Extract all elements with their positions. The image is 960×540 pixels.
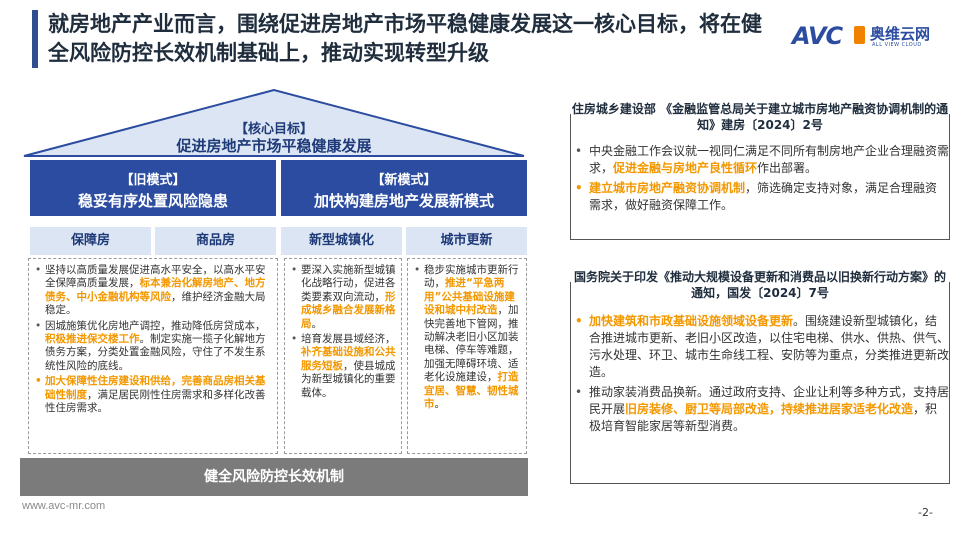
list-item: 培育发展县域经济，补齐基础设施和公共服务短板，使县城成为新型城镇化的重要载体。	[291, 333, 396, 400]
logo-badge-icon	[854, 26, 865, 44]
old-mode-content: 坚持以高质量发展促进高水平安全，以高水平安全保障高质量发展，标本兼治化解房地产、…	[28, 258, 278, 454]
foundation-base: 健全风险防控长效机制	[20, 458, 528, 496]
new-mode-title: 加快构建房地产发展新模式	[313, 192, 494, 210]
page-number: -2-	[918, 506, 933, 519]
card-title: 住房城乡建设部 《金融监管总局关于建立城市房地产融资协调机制的通知》建房〔202…	[571, 101, 949, 133]
roof-shape	[23, 88, 525, 157]
page-title: 就房地产产业而言，围绕促进房地产市场平稳健康发展这一核心目标，将在健全风险防控长…	[48, 12, 762, 65]
new-mode-header: 【新模式】 加快构建房地产发展新模式	[281, 160, 527, 216]
core-goal-roof: 【核心目标】 促进房地产市场平稳健康发展	[22, 88, 526, 158]
title-accent-bar	[32, 10, 38, 68]
tab-affordable-housing: 保障房	[30, 227, 151, 255]
logo-mark: AVC	[792, 22, 843, 50]
list-item: 中央金融工作会议就一视同仁满足不同所有制房地产企业合理融资需求，促进金融与房地产…	[571, 143, 949, 177]
roof-tag: 【核心目标】	[234, 122, 313, 137]
urbanization-content: 要深入实施新型城镇化战略行动，促进各类要素双向流动，形成城乡融合发展新格局。 培…	[284, 258, 402, 454]
list-item: 坚持以高质量发展促进高水平安全，以高水平安全保障高质量发展，标本兼治化解房地产、…	[35, 264, 272, 318]
list-item: 因城施策优化房地产调控，推动降低房贷成本，积极推进保交楼工作。制定实施一揽子化解…	[35, 320, 272, 374]
tab-new-urbanization: 新型城镇化	[281, 227, 402, 255]
tab-commercial-housing: 商品房	[155, 227, 276, 255]
footer-url: www.avc-mr.com	[22, 500, 106, 512]
new-mode-tag: 【新模式】	[371, 173, 437, 188]
old-mode-tag: 【旧模式】	[120, 173, 186, 188]
list-item: 建立城市房地产融资协调机制，筛选确定支持对象，满足合理融资需求，做好融资保障工作…	[571, 180, 949, 214]
old-mode-title: 稳妥有序处置风险隐患	[77, 192, 228, 210]
avc-logo: AVC 奥维云网 ALL VIEW CLOUD	[792, 22, 942, 52]
roof-title: 促进房地产市场平稳健康发展	[176, 137, 372, 155]
list-item: 稳步实施城市更新行动，推进“平急两用”公共基础设施建设和城中村改造，加快完善地下…	[414, 264, 521, 411]
list-item: 加大保障性住房建设和供给，完善商品房相关基础性制度，满足居民刚性住房需求和多样化…	[35, 375, 272, 415]
policy-card-equipment: 国务院关于印发《推动大规模设备更新和消费品以旧换新行动方案》的通知，国发〔202…	[570, 269, 950, 484]
list-item: 要深入实施新型城镇化战略行动，促进各类要素双向流动，形成城乡融合发展新格局。	[291, 264, 396, 331]
list-item: 加快建筑和市政基础设施领域设备更新。围绕建设新型城镇化，结合推进城市更新、老旧小…	[571, 313, 949, 381]
logo-cn-text: 奥维云网	[870, 25, 931, 43]
tab-urban-renewal: 城市更新	[406, 227, 527, 255]
urban-renewal-content: 稳步实施城市更新行动，推进“平急两用”公共基础设施建设和城中村改造，加快完善地下…	[407, 258, 527, 454]
list-item: 推动家装消费品换新。通过政府支持、企业让利等多种方式，支持居民开展旧房装修、厨卫…	[571, 384, 949, 435]
card-title: 国务院关于印发《推动大规模设备更新和消费品以旧换新行动方案》的通知，国发〔202…	[571, 269, 949, 301]
old-mode-header: 【旧模式】 稳妥有序处置风险隐患	[30, 160, 276, 216]
logo-en-text: ALL VIEW CLOUD	[872, 42, 922, 48]
policy-card-financing: 住房城乡建设部 《金融监管总局关于建立城市房地产融资协调机制的通知》建房〔202…	[570, 101, 950, 240]
